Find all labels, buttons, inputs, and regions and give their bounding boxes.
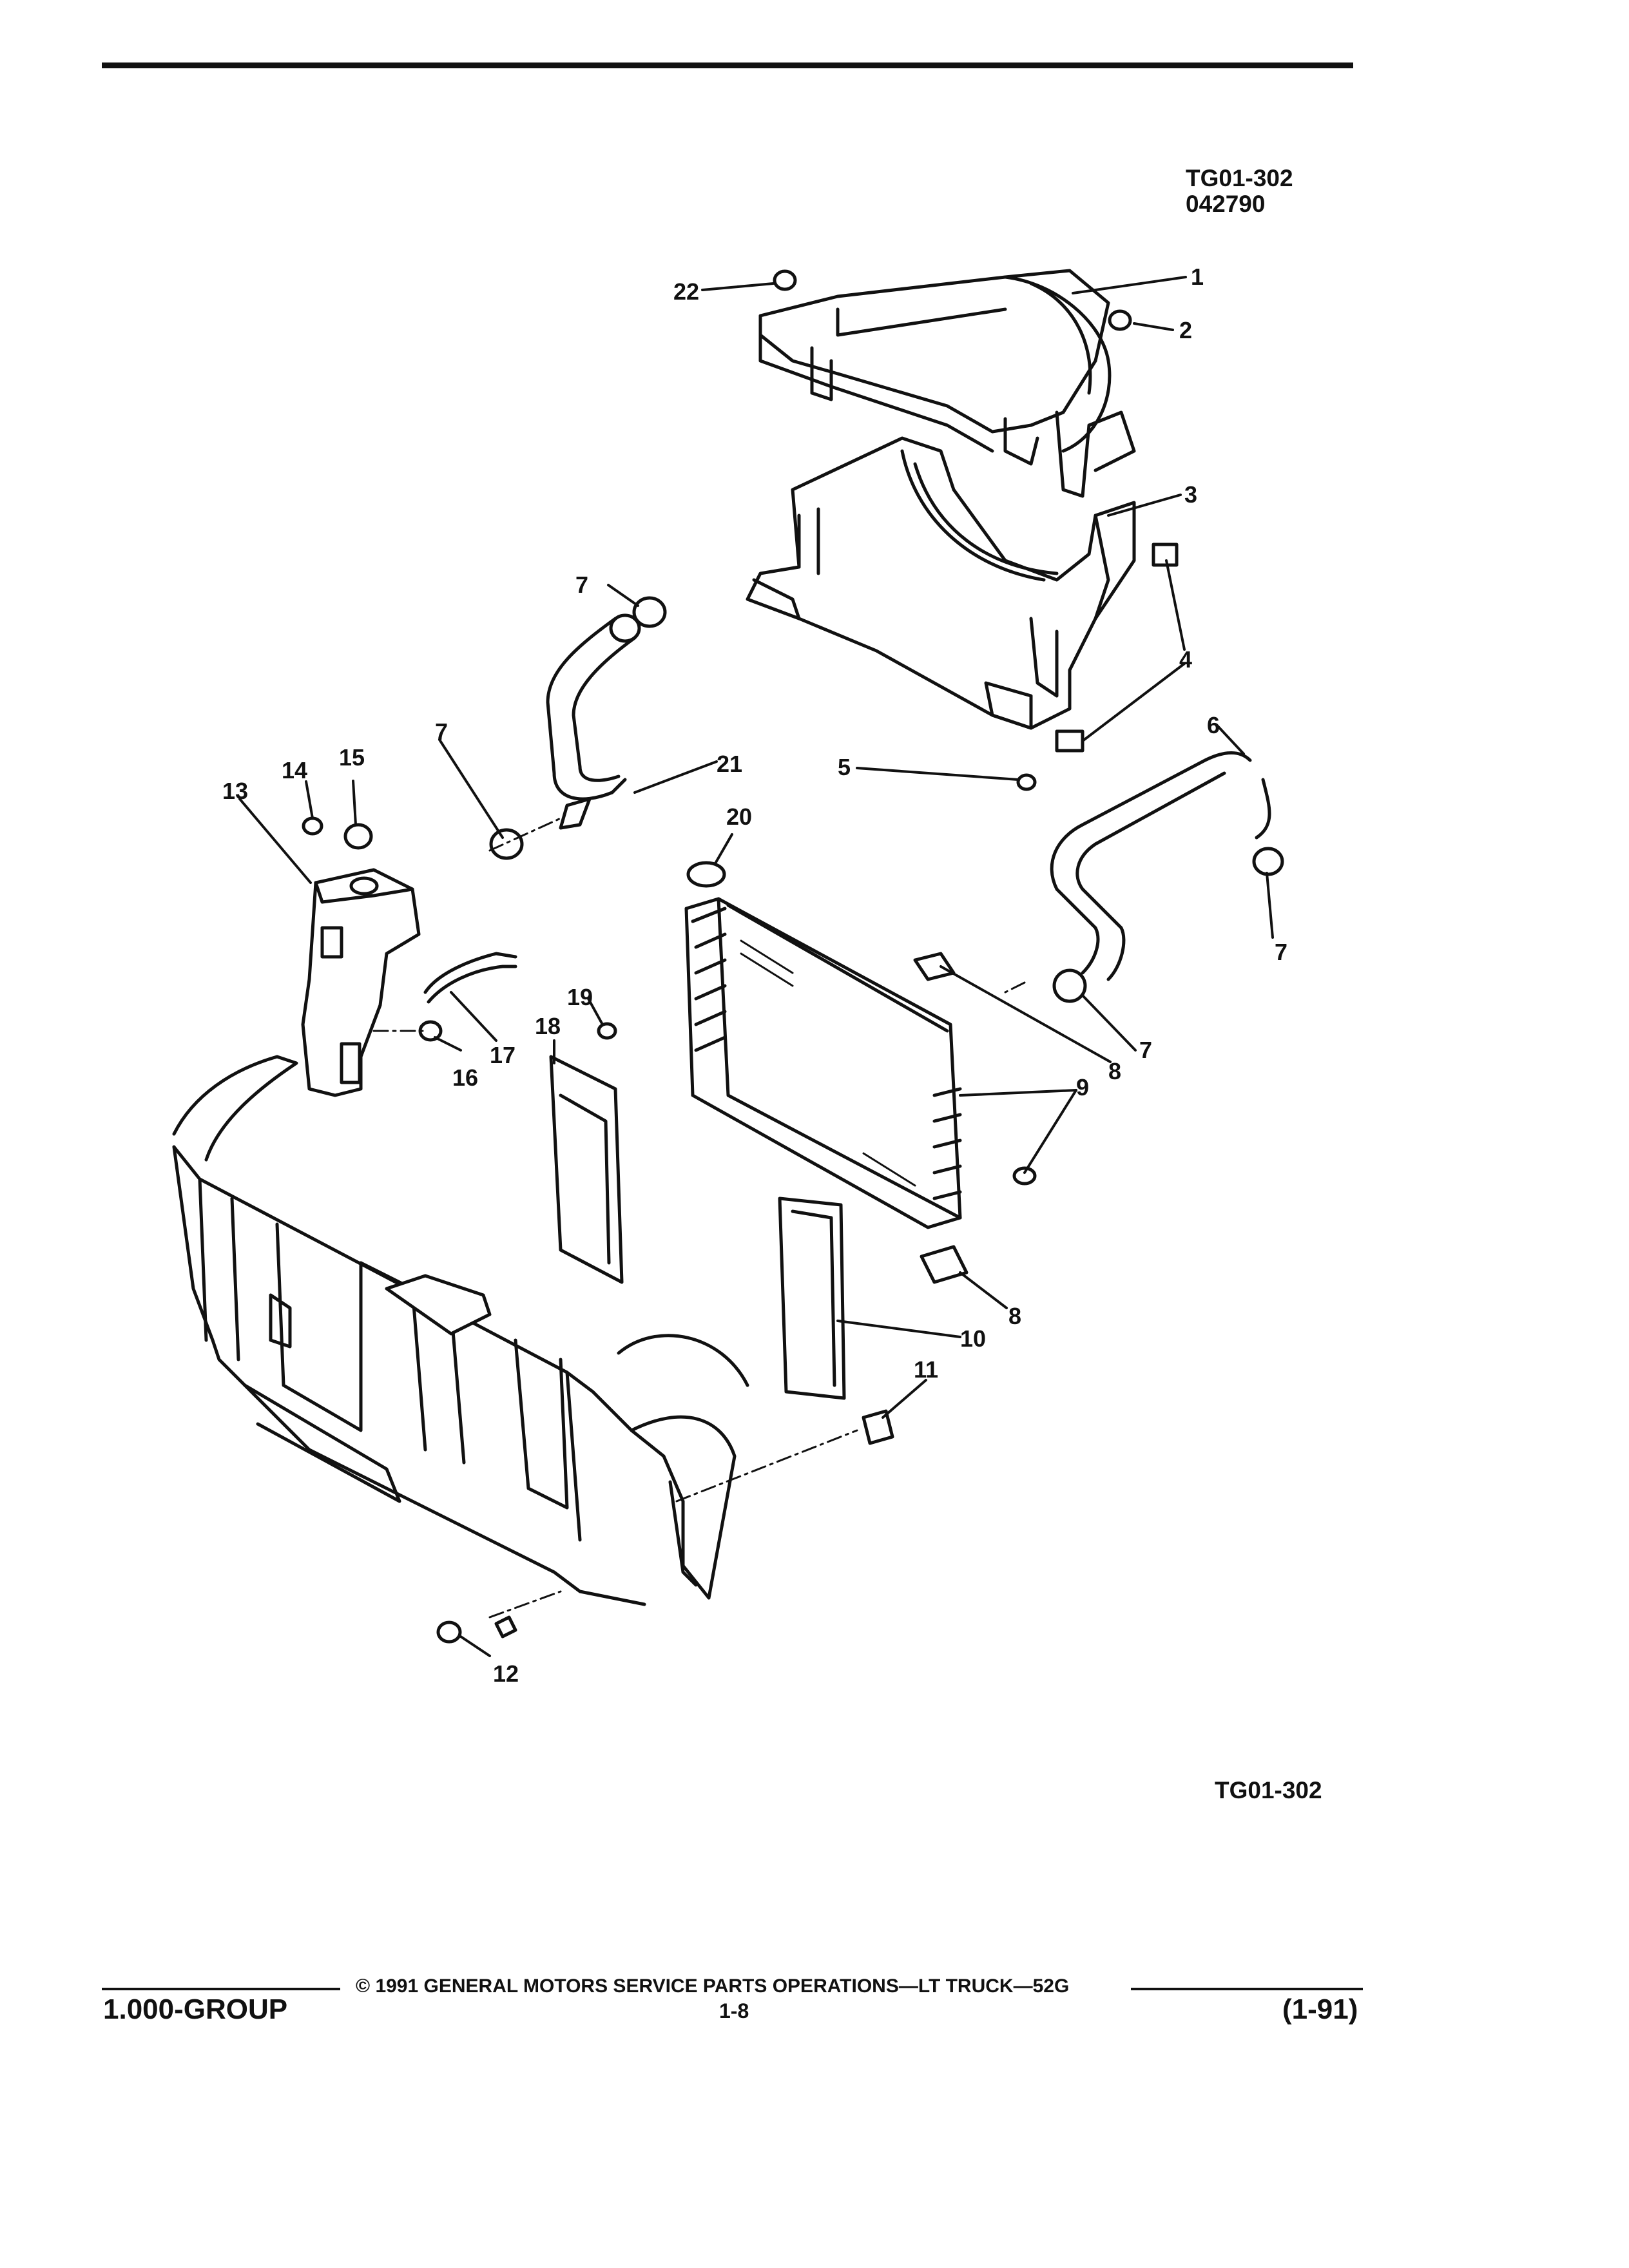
radiator-cap-20 [686, 861, 726, 888]
figure-footer-code: TG01-302 [1215, 1777, 1322, 1803]
retainer-11 [862, 1409, 894, 1445]
callout-21: 21 [717, 751, 742, 777]
callout-18: 18 [535, 1013, 561, 1039]
callout-8b: 8 [1008, 1303, 1021, 1329]
callout-12: 12 [493, 1660, 519, 1687]
hose-clamp-lower-left [489, 828, 524, 860]
bolt-2 [1108, 309, 1132, 331]
lower-radiator-hose [1050, 751, 1271, 981]
hose-clamp-upper [632, 596, 667, 628]
callout-7b: 7 [435, 718, 448, 745]
overflow-hose [423, 952, 517, 994]
callout-20: 20 [726, 803, 752, 830]
callout-15: 15 [339, 744, 365, 771]
upper-fan-shroud [758, 269, 1136, 498]
header-rule [102, 62, 1353, 68]
clip-4-upper [1152, 543, 1179, 567]
callout-2: 2 [1179, 317, 1192, 343]
callout-4a: 4 [1179, 646, 1192, 673]
leader-lines [238, 276, 1274, 1657]
bolt-19 [597, 1022, 617, 1040]
callout-numbers: 1 2 3 4 4 5 6 7 7 7 7 8 8 9 10 11 12 13 … [222, 264, 1287, 1687]
insulator-8-lower [920, 1245, 969, 1284]
hose-clamp-radiator [1052, 968, 1087, 1003]
callout-11: 11 [914, 1356, 938, 1383]
figure-code: TG01-302 [1186, 165, 1293, 191]
assembly-lines [372, 817, 1026, 1619]
footer-rule-right [1131, 1988, 1363, 1990]
drain-plug-9 [1012, 1166, 1037, 1186]
callout-7c: 7 [1275, 939, 1287, 965]
footer-revision: (1-91) [1282, 1994, 1358, 2025]
upper-radiator-hose [546, 613, 641, 830]
callout-3: 3 [1184, 481, 1197, 508]
callout-7d: 7 [1139, 1037, 1152, 1063]
callout-14: 14 [282, 757, 307, 783]
callout-8a: 8 [1108, 1058, 1121, 1084]
callout-7a: 7 [575, 572, 588, 598]
callout-1: 1 [1191, 264, 1204, 290]
callout-5: 5 [838, 754, 851, 780]
bolt-5 [1016, 773, 1037, 791]
date-code: 042790 [1186, 191, 1266, 217]
footer-page-number: 1-8 [719, 1999, 749, 2023]
callout-19: 19 [567, 984, 593, 1010]
callout-6: 6 [1207, 712, 1220, 738]
bolt-22 [773, 269, 797, 291]
clip-4-lower [1055, 729, 1084, 753]
callout-13: 13 [222, 778, 248, 804]
air-baffle-left [549, 1055, 624, 1284]
lower-fan-shroud [746, 436, 1136, 730]
callout-10: 10 [960, 1325, 986, 1352]
air-baffle-right [778, 1196, 846, 1400]
callout-16: 16 [452, 1064, 478, 1091]
bolt-12 [436, 1620, 462, 1644]
footer-copyright: © 1991 GENERAL MOTORS SERVICE PARTS OPER… [356, 1975, 1070, 1997]
footer-rule-left [102, 1988, 340, 1990]
callout-9: 9 [1076, 1074, 1089, 1100]
hose-clamp-right [1252, 847, 1284, 876]
footer-group: 1.000-GROUP [103, 1994, 288, 2025]
radiator-support [172, 1055, 749, 1606]
insulator-8-upper [913, 952, 956, 981]
callout-17: 17 [490, 1042, 516, 1068]
radiator-core [684, 897, 962, 1229]
reservoir-cap-15 [343, 823, 373, 850]
callout-22: 22 [673, 278, 699, 305]
coolant-reservoir [301, 868, 421, 1097]
bolt-14 [302, 816, 323, 836]
